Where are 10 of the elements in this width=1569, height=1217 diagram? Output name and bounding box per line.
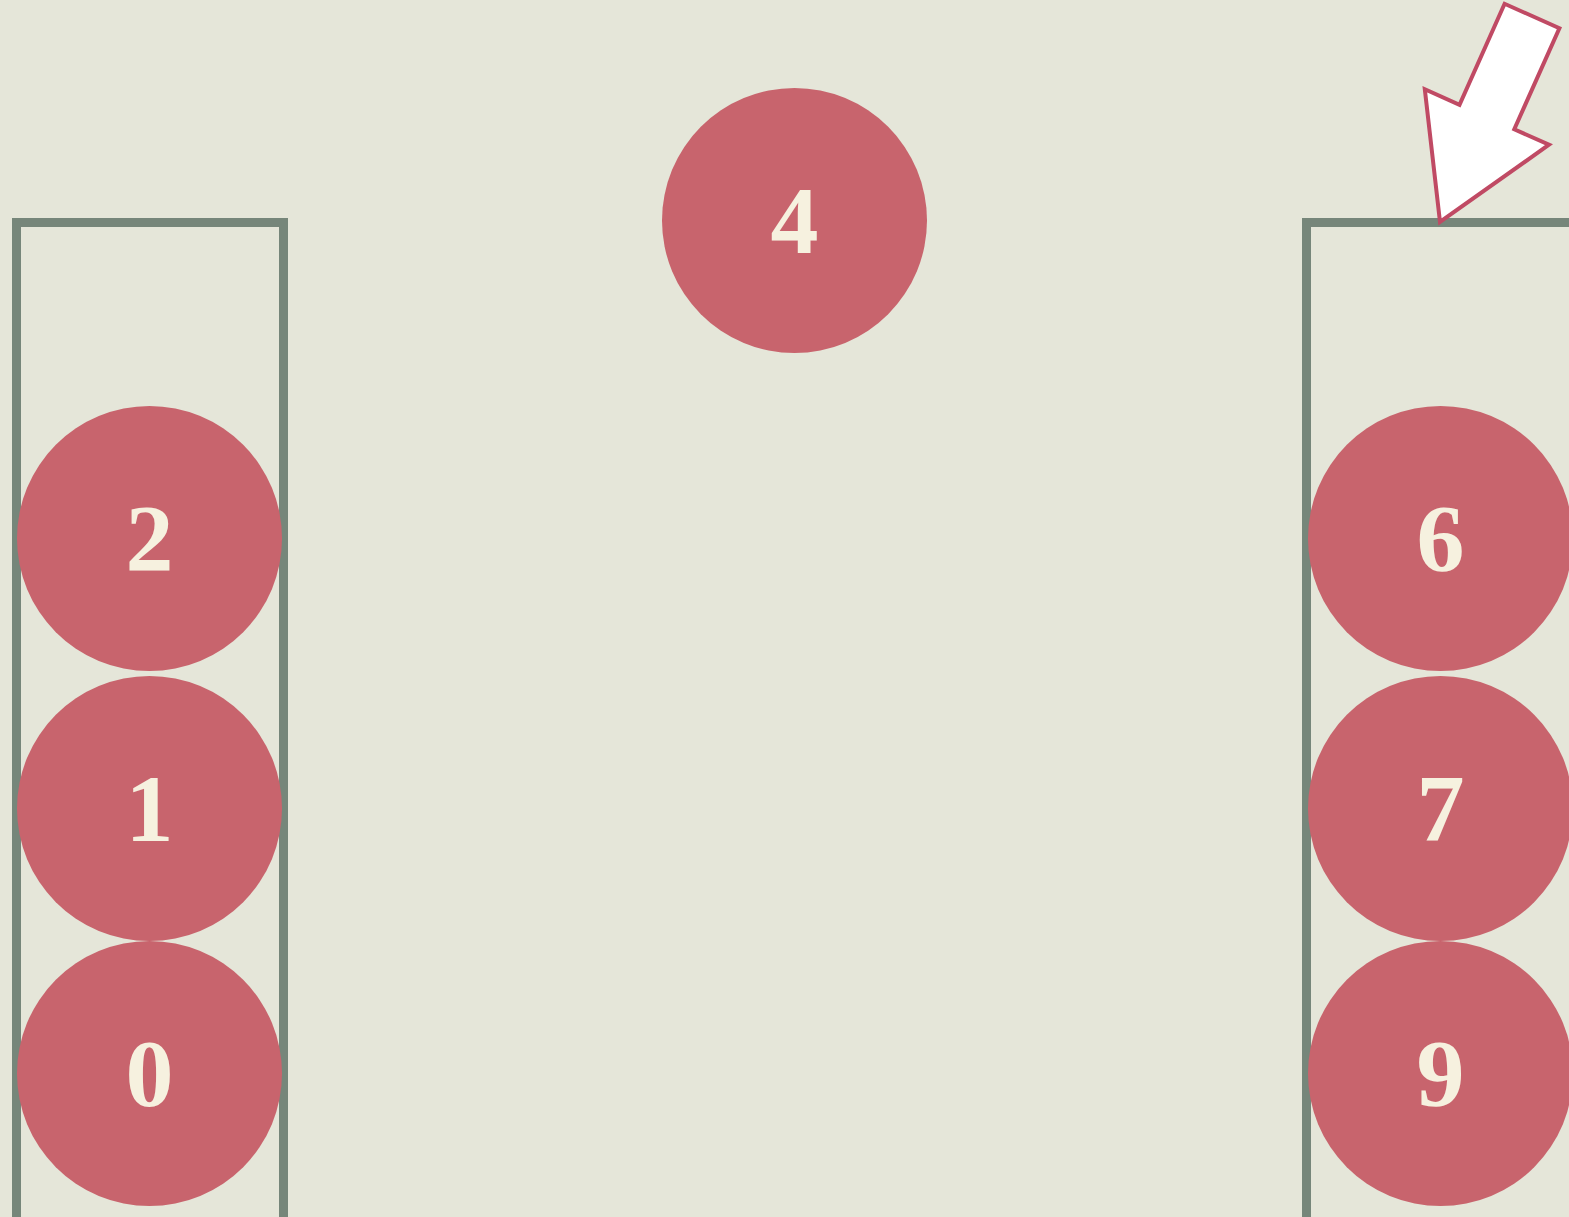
block-arrow [1422, 1, 1563, 226]
ball-number: 2 [125, 490, 174, 587]
ball-number: 6 [1416, 490, 1465, 587]
tube-outline [1302, 218, 1569, 1217]
ball-number: 9 [1416, 1025, 1465, 1122]
ball-number: 1 [125, 760, 174, 857]
ball-number: 7 [1416, 760, 1465, 857]
ball-number: 4 [770, 172, 819, 269]
tube-outline [12, 218, 288, 1217]
ball-number: 0 [125, 1025, 174, 1122]
